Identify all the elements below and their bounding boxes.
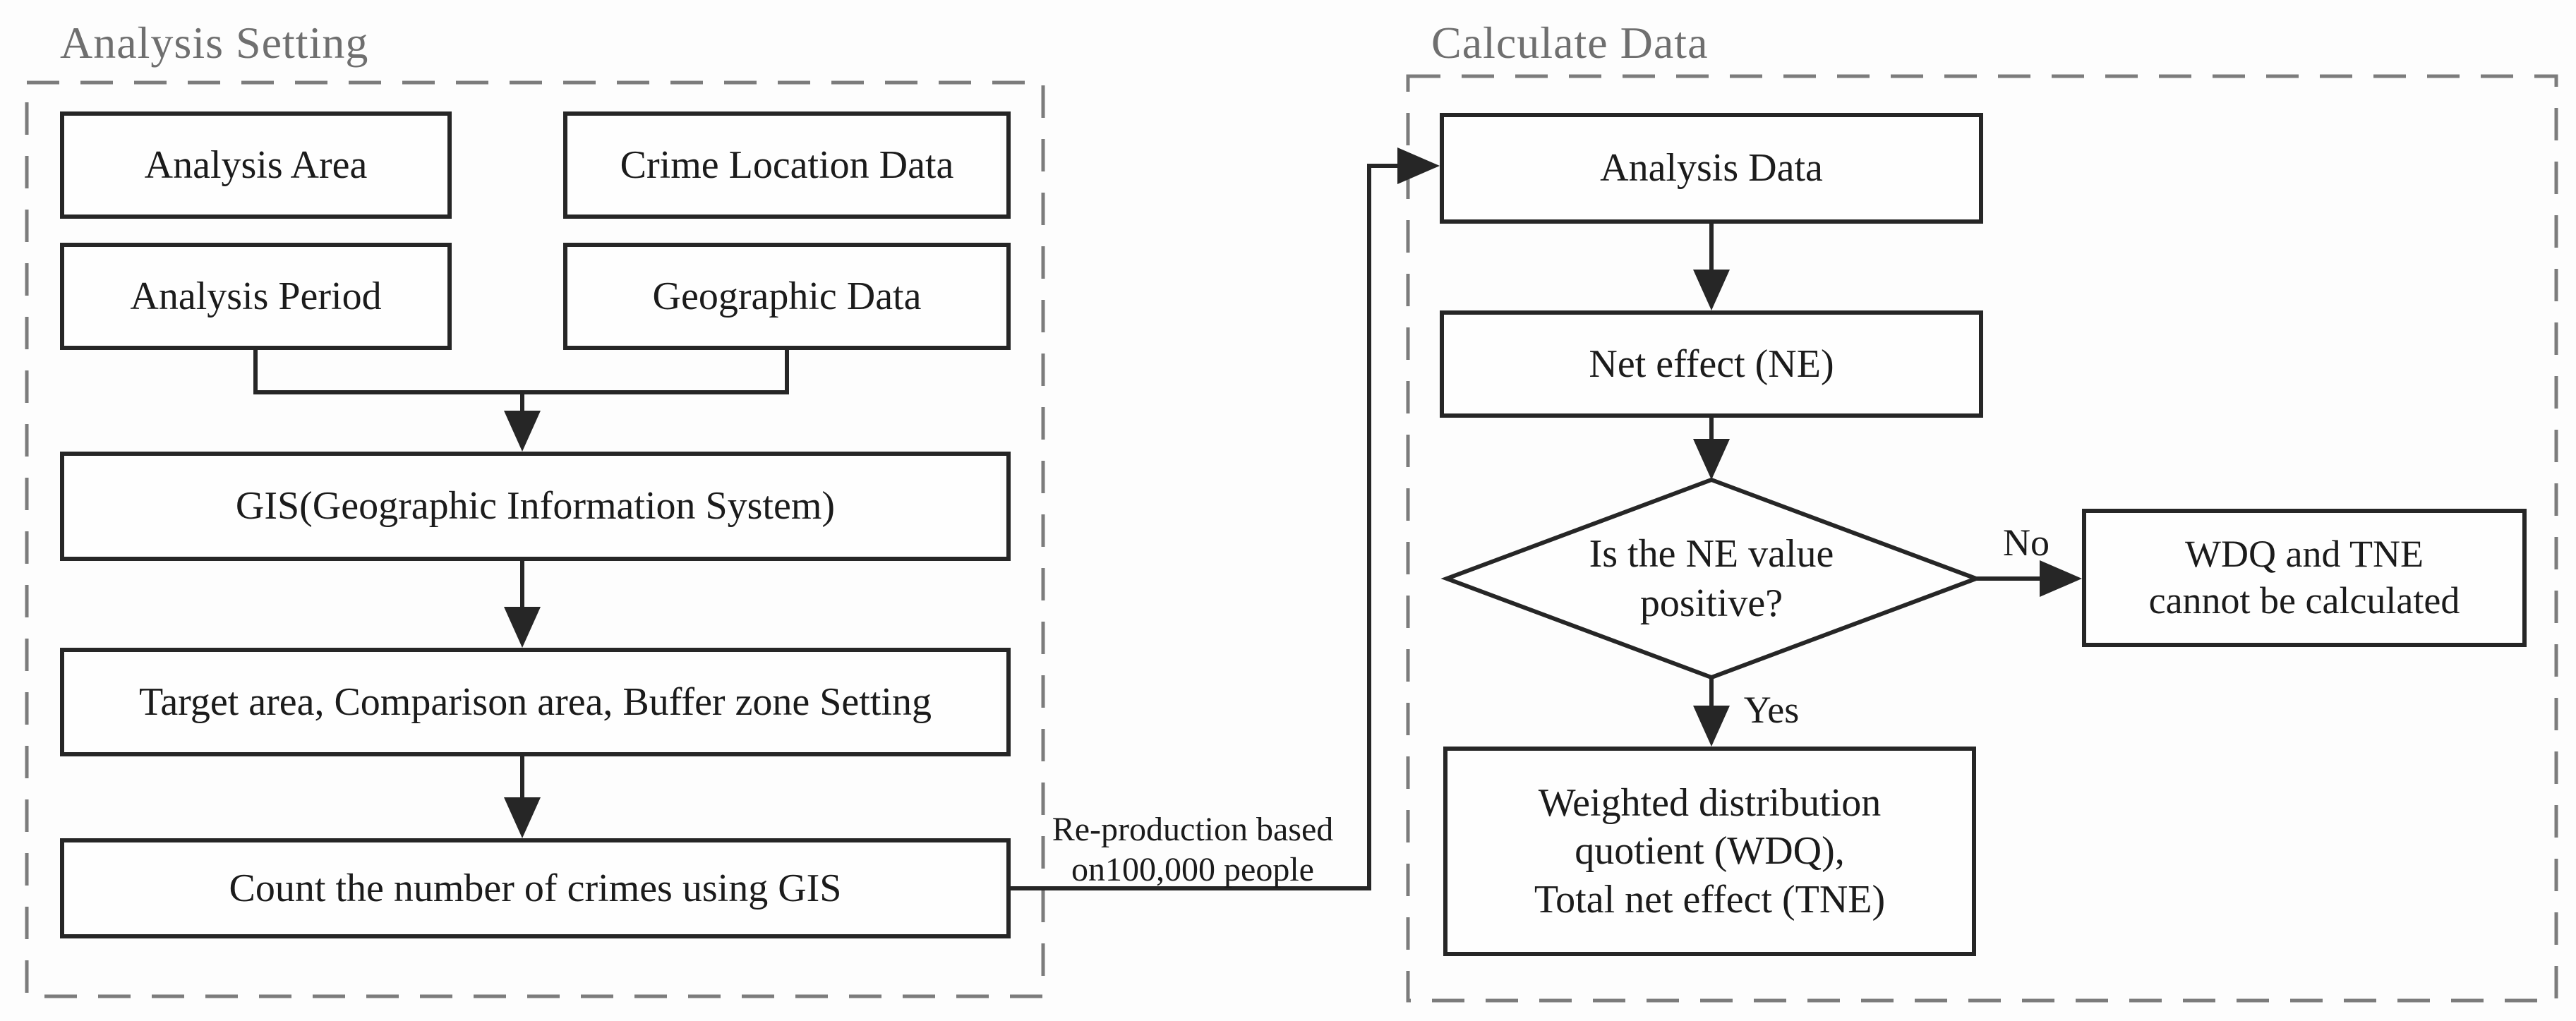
no-edge-label: No <box>2003 521 2050 564</box>
merge-connector-line <box>253 350 789 412</box>
decision-diamond-text: Is the NE value positive? <box>1510 521 1913 636</box>
arrowhead-into-no-result <box>2040 560 2082 597</box>
node-analysis-data: Analysis Data <box>1440 113 1983 224</box>
node-wdq-tne-cannot: WDQ and TNE cannot be calculated <box>2082 509 2527 647</box>
arrowhead-into-analysis-data <box>1397 147 1440 184</box>
arrowhead-into-target <box>504 607 541 648</box>
node-wdq-tne-result-line1: Weighted distribution <box>1538 781 1882 826</box>
node-geographic-data: Geographic Data <box>563 243 1011 350</box>
node-wdq-tne-cannot-line2: cannot be calculated <box>2148 579 2460 622</box>
arrowhead-into-gis <box>504 411 541 452</box>
reproduction-edge-label-line1: Re-production based <box>1052 811 1334 848</box>
analysis-setting-panel-title: Analysis Setting <box>60 18 369 68</box>
node-wdq-tne-result-line2: quotient (WDQ), <box>1575 829 1845 874</box>
node-wdq-tne-result: Weighted distribution quotient (WDQ), To… <box>1443 747 1976 956</box>
arrowhead-into-neteffect <box>1693 270 1730 310</box>
node-target-setting: Target area, Comparison area, Buffer zon… <box>60 648 1011 756</box>
node-net-effect-label: Net effect (NE) <box>1589 342 1834 386</box>
node-analysis-period-label: Analysis Period <box>130 274 382 318</box>
node-geographic-data-label: Geographic Data <box>652 274 922 318</box>
arrowhead-into-decision <box>1693 439 1730 480</box>
node-analysis-area-label: Analysis Area <box>144 143 368 187</box>
decision-line1: Is the NE value <box>1589 532 1834 576</box>
decision-line2: positive? <box>1639 581 1783 625</box>
calculate-data-panel-border <box>1406 74 2558 1003</box>
node-gis: GIS(Geographic Information System) <box>60 452 1011 561</box>
analysis-setting-panel-border <box>25 80 1045 998</box>
node-wdq-tne-cannot-line1: WDQ and TNE <box>2185 533 2424 576</box>
node-crime-location-data-label: Crime Location Data <box>620 143 954 187</box>
node-analysis-area: Analysis Area <box>60 111 452 219</box>
arrowhead-into-yes-result <box>1693 706 1730 747</box>
node-analysis-data-label: Analysis Data <box>1600 146 1823 191</box>
reproduction-edge-label: Re-production based on100,000 people <box>1016 810 1369 890</box>
arrowhead-into-count <box>504 797 541 838</box>
node-wdq-tne-result-line3: Total net effect (TNE) <box>1534 877 1886 922</box>
node-gis-label: GIS(Geographic Information System) <box>235 484 836 528</box>
node-net-effect: Net effect (NE) <box>1440 310 1983 418</box>
node-target-setting-label: Target area, Comparison area, Buffer zon… <box>139 679 932 724</box>
yes-edge-label: Yes <box>1743 689 1800 731</box>
node-crime-location-data: Crime Location Data <box>563 111 1011 219</box>
reproduction-edge-label-line2: on100,000 people <box>1071 850 1314 888</box>
calculate-data-panel-title: Calculate Data <box>1431 18 1709 68</box>
node-count-crimes-label: Count the number of crimes using GIS <box>229 866 842 910</box>
node-count-crimes: Count the number of crimes using GIS <box>60 838 1011 938</box>
node-analysis-period: Analysis Period <box>60 243 452 350</box>
count-to-analysis-data-line <box>1011 164 1399 890</box>
